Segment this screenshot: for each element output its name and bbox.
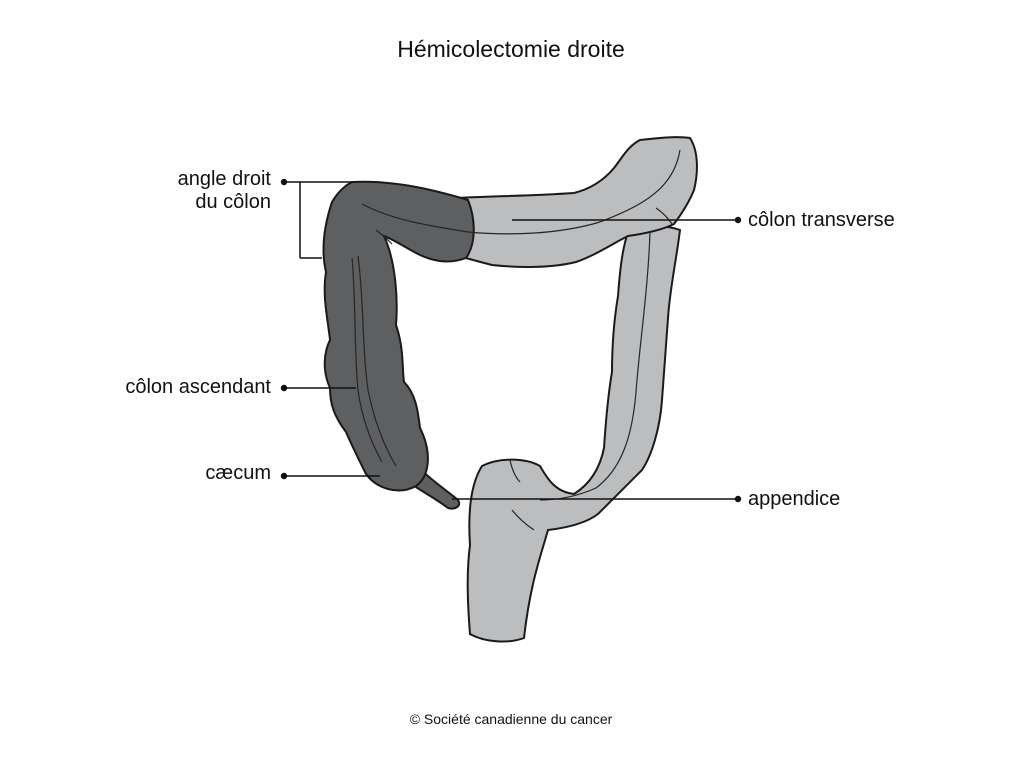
splenic-notch <box>655 207 673 225</box>
sigmoid-notch <box>511 509 535 531</box>
label-colon-transverse: côlon transverse <box>748 209 895 231</box>
leader-lines <box>280 178 742 503</box>
descending-fold <box>539 231 651 501</box>
ascending-inner-band-2 <box>357 255 397 467</box>
flexure-notch <box>375 229 393 245</box>
ascending-colon-and-flexure <box>322 180 475 492</box>
diagram-title: Hémicolectomie droite <box>397 36 625 62</box>
fold-lines <box>351 149 681 531</box>
label-colon-ascendant: côlon ascendant <box>125 376 271 398</box>
label-angle-line1: angle droit <box>177 168 271 190</box>
ascending-inner-band <box>351 257 383 463</box>
remaining-colon <box>457 136 698 643</box>
transverse-fold <box>599 149 681 223</box>
label-appendice: appendice <box>748 488 841 510</box>
angle-leader <box>280 178 352 259</box>
flexure-fold <box>361 203 601 235</box>
descending-and-sigmoid-colon <box>466 225 682 643</box>
appendix-leader <box>452 495 742 503</box>
ascending-leader <box>280 384 356 392</box>
label-angle-line2: du côlon <box>195 191 271 213</box>
caecum-leader <box>280 472 380 480</box>
label-caecum: cæcum <box>205 462 271 484</box>
copyright-credit: © Société canadienne du cancer <box>409 711 613 727</box>
caecum-notch <box>509 459 521 483</box>
transverse-leader <box>512 216 742 224</box>
transverse-colon <box>457 136 698 268</box>
resected-colon <box>322 180 475 510</box>
label-angle-droit: angle droit du côlon <box>120 168 271 214</box>
